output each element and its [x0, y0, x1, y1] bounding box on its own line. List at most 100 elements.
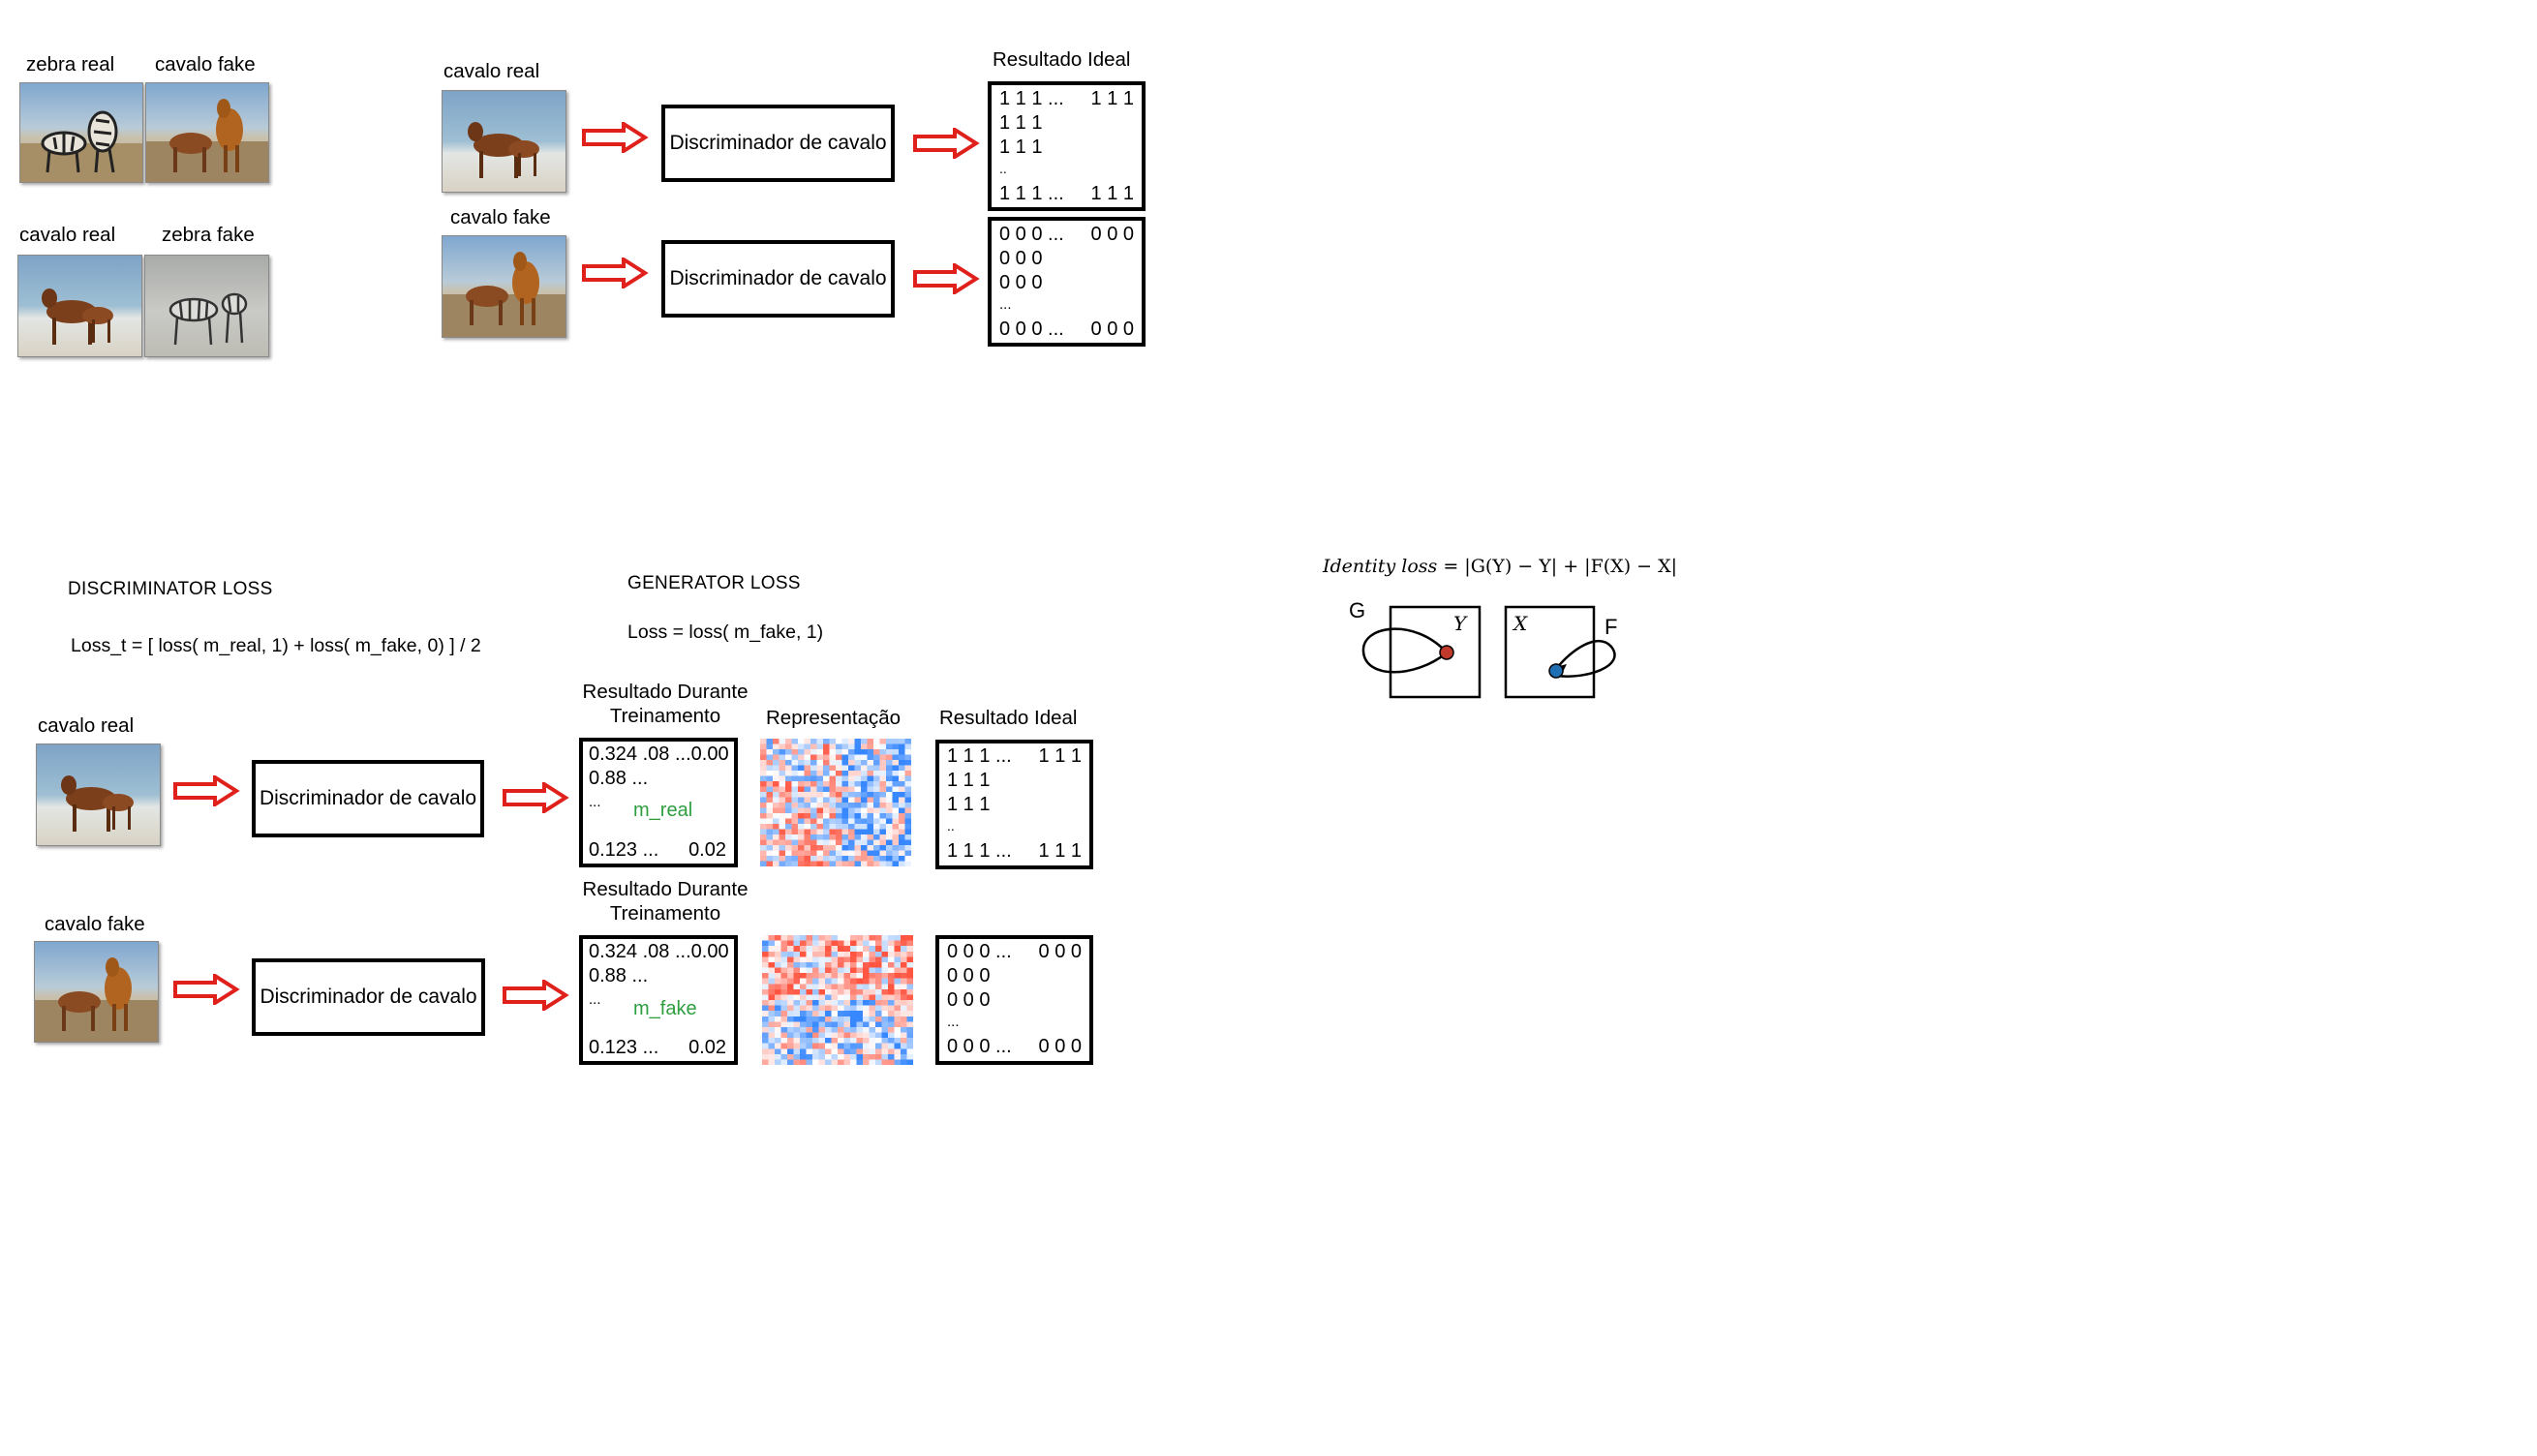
label-zebra-fake: zebra fake — [162, 224, 255, 246]
heatmap-cell — [779, 829, 786, 835]
heatmap-cell — [869, 940, 876, 947]
heatmap-cell — [863, 956, 871, 963]
heatmap-cell — [762, 940, 770, 947]
heatmap-cell — [901, 988, 908, 996]
heatmap-cell — [760, 807, 768, 814]
matrix-row: 1 1 1 — [999, 136, 1043, 158]
heatmap-cell — [873, 792, 881, 799]
top-row2-arrow-1 — [582, 258, 649, 288]
heatmap-cell — [793, 1032, 801, 1039]
heatmap-cell — [894, 951, 902, 957]
heatmap-cell — [812, 956, 820, 963]
heatmap-cell — [856, 935, 864, 942]
heatmap-cell — [806, 1048, 813, 1055]
heatmap-cell — [854, 765, 862, 772]
heatmap-cell — [823, 775, 831, 782]
heatmap-cell — [780, 984, 788, 990]
heatmap-cell — [875, 961, 883, 969]
heatmap-cell — [816, 765, 824, 772]
heatmap-cell — [843, 984, 851, 990]
heatmap-cell — [806, 940, 813, 947]
heatmap-cell — [791, 749, 799, 756]
heatmap-cell — [780, 1021, 788, 1028]
heatmap-cell — [848, 760, 856, 767]
heatmap-cell — [879, 845, 887, 852]
heatmap-cell — [867, 775, 874, 782]
generator-loss-heading: GENERATOR LOSS — [627, 573, 801, 593]
heatmap-cell — [888, 1048, 896, 1055]
horse-fake-image — [145, 82, 269, 183]
heatmap-cell — [775, 935, 782, 942]
heatmap-cell — [838, 940, 845, 947]
heatmap-cell — [798, 749, 806, 756]
heatmap-cell — [873, 850, 881, 857]
heatmap-cell — [831, 967, 839, 974]
heatmap-cell — [793, 988, 801, 996]
heatmap-cell — [798, 765, 806, 772]
label-horse-fake: cavalo fake — [155, 53, 256, 76]
heatmap-cell — [804, 829, 811, 835]
heatmap-cell — [793, 994, 801, 1001]
domain-x-box — [1504, 605, 1596, 699]
heatmap-cell — [886, 760, 894, 767]
heatmap-cell — [881, 956, 889, 963]
heatmap-cell — [818, 961, 826, 969]
bottom-row2-input-image — [34, 941, 159, 1043]
heatmap-cell — [899, 739, 906, 745]
heatmap-cell — [861, 807, 869, 814]
heatmap-cell — [760, 775, 768, 782]
matrix-row: 0 0 0 — [999, 272, 1043, 293]
heatmap-cell — [766, 807, 774, 814]
heatmap-cell — [836, 749, 843, 756]
heatmap-cell — [873, 775, 881, 782]
heatmap-cell — [800, 973, 808, 980]
heatmap-cell — [881, 1053, 889, 1061]
heatmap-cell — [798, 861, 806, 866]
heatmap-cell — [901, 940, 908, 947]
heatmap-cell — [780, 967, 788, 974]
heatmap-cell — [810, 818, 818, 825]
heatmap-cell — [806, 946, 813, 953]
heatmap-cell — [836, 807, 843, 814]
heatmap-cell — [867, 807, 874, 814]
heatmap-cell — [879, 834, 887, 841]
heatmap-cell — [888, 1005, 896, 1012]
heatmap-cell — [869, 1048, 876, 1055]
heatmap-cell — [825, 951, 833, 957]
heatmap-cell — [798, 754, 806, 761]
heatmap-cell — [785, 786, 793, 793]
heatmap-cell — [766, 861, 774, 866]
heatmap-cell — [899, 797, 906, 804]
heatmap-cell — [804, 807, 811, 814]
heatmap-cell — [780, 940, 788, 947]
heatmap-cell — [904, 743, 911, 750]
heatmap-cell — [831, 1026, 839, 1034]
heatmap-cell — [831, 1005, 839, 1012]
heatmap-cell — [775, 961, 782, 969]
heatmap-cell — [863, 935, 871, 942]
heatmap-cell — [867, 743, 874, 750]
heatmap-cell — [804, 845, 811, 852]
heatmap-cell — [879, 765, 887, 772]
heatmap-cell — [780, 1026, 788, 1034]
heatmap-cell — [838, 961, 845, 969]
heatmap-cell — [838, 967, 845, 974]
heatmap-cell — [888, 946, 896, 953]
heatmap-cell — [879, 803, 887, 809]
heatmap-cell — [793, 978, 801, 985]
heatmap-cell — [787, 940, 795, 947]
heatmap-cell — [787, 1005, 795, 1012]
heatmap-cell — [886, 743, 894, 750]
heatmap-cell — [892, 797, 900, 804]
heatmap-cell — [881, 973, 889, 980]
heatmap-cell — [825, 946, 833, 953]
heatmap-cell — [881, 951, 889, 957]
heatmap-cell — [836, 845, 843, 852]
heatmap-cell — [836, 813, 843, 820]
heatmap-cell — [760, 824, 768, 831]
heatmap-cell — [863, 984, 871, 990]
heatmap-cell — [881, 1043, 889, 1049]
heatmap-cell — [804, 781, 811, 788]
horse-real-image — [17, 255, 142, 357]
heatmap-cell — [879, 861, 887, 866]
